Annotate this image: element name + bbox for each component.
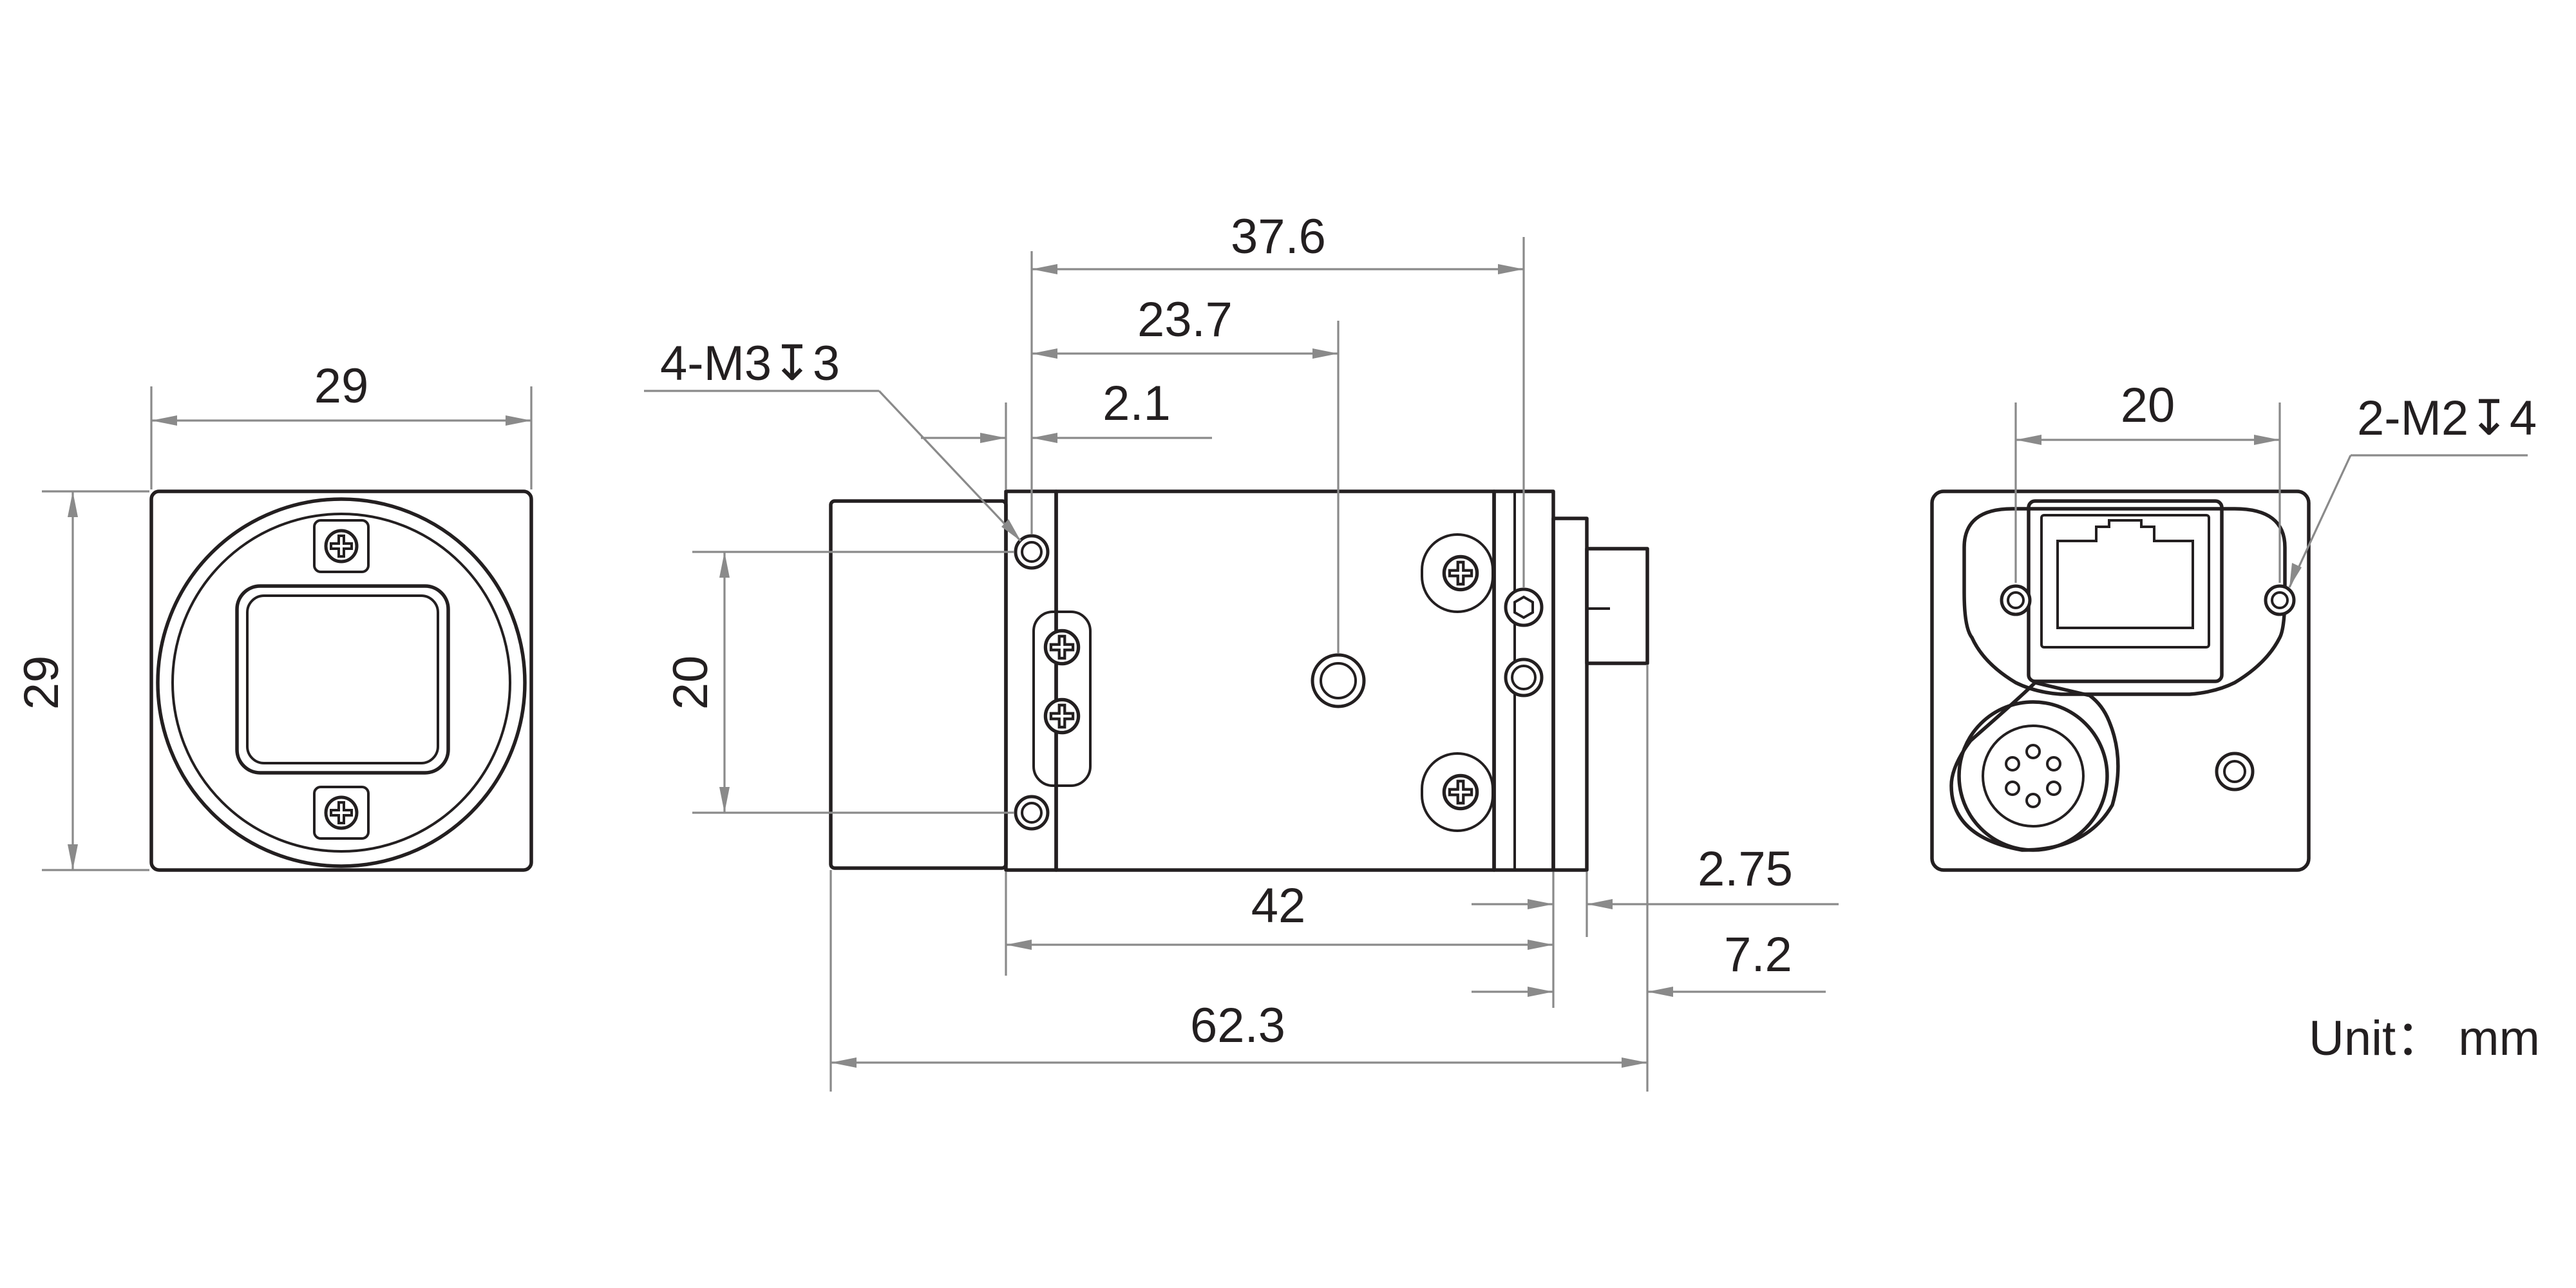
dim-2-75: 2.75 — [1472, 842, 1839, 937]
side-front-bottom-hole — [1014, 795, 1050, 831]
rear-ethernet-jack-icon — [2056, 519, 2194, 629]
rear-ground-screw — [2215, 752, 2255, 791]
rear-io-connector-pins — [2005, 744, 2061, 808]
rear-view: 20 2-M2↧4 — [1930, 378, 2537, 872]
side-thread-note: 4-M3↧3 — [644, 336, 1022, 542]
front-view: 29 29 — [14, 359, 533, 872]
side-rear-screw-tab-top — [1421, 533, 1494, 613]
rear-left-m2-hole — [2000, 584, 2032, 616]
dim-37-6: 37.6 — [1030, 209, 1525, 587]
rear-right-m2-hole — [2264, 584, 2296, 616]
rear-io-connector-outer — [1957, 700, 2109, 852]
front-lens-ring-outer — [156, 497, 527, 868]
front-body-outline — [149, 489, 533, 872]
dim-2-1: 2.1 — [921, 376, 1212, 489]
front-bottom-screw-icon — [326, 797, 357, 828]
front-top-screw-tab — [313, 519, 370, 573]
side-bracket-screw-top-icon — [1045, 630, 1078, 663]
side-rear-screw-bottom-icon — [1444, 775, 1477, 808]
unit-label: Unit： mm — [2309, 1011, 2540, 1066]
front-height-label: 29 — [14, 656, 69, 710]
side-rear-screw-tab-bottom — [1421, 752, 1494, 832]
dim-2-75-label: 2.75 — [1698, 842, 1793, 896]
dim-62-3: 62.3 — [829, 870, 1647, 1092]
dim-rear-20-label: 20 — [2121, 378, 2175, 433]
dim-37-6-label: 37.6 — [1231, 209, 1326, 264]
dim-7-2: 7.2 — [1472, 665, 1826, 1092]
side-front-top-hole — [1014, 534, 1050, 570]
side-rear-screw-top-icon — [1444, 556, 1477, 589]
side-bracket-screw-bottom-icon — [1045, 699, 1078, 732]
dim-side-20: 20 — [663, 551, 1014, 814]
dim-rear-20: 20 — [2014, 378, 2281, 583]
rear-body-outline — [1930, 489, 2311, 872]
rear-io-connector-inner — [1982, 724, 2085, 828]
side-back-block — [1551, 516, 1589, 872]
front-sensor-window-inner — [246, 594, 439, 764]
front-lens-ring-inner — [171, 513, 511, 853]
dim-2-1-label: 2.1 — [1103, 376, 1171, 431]
front-height-dimension: 29 — [14, 490, 149, 871]
rear-thread-note-label: 2-M2↧4 — [2357, 391, 2537, 446]
front-width-label: 29 — [314, 359, 369, 413]
dim-23-7: 23.7 — [1032, 292, 1340, 654]
front-top-screw-icon — [326, 531, 357, 562]
dim-23-7-label: 23.7 — [1137, 292, 1233, 347]
dim-42-label: 42 — [1251, 878, 1306, 933]
front-sensor-window-outer — [235, 584, 450, 775]
side-connector — [1585, 547, 1649, 665]
dim-62-3-label: 62.3 — [1190, 998, 1285, 1053]
side-rear-hex-hole — [1504, 587, 1544, 627]
front-width-dimension: 29 — [150, 359, 533, 489]
side-thread-note-label: 4-M3↧3 — [660, 336, 840, 391]
dim-42: 42 — [1005, 872, 1555, 1008]
rear-thread-note: 2-M2↧4 — [2288, 391, 2537, 588]
front-bottom-screw-tab — [313, 786, 370, 840]
dim-side-20-label: 20 — [663, 656, 718, 710]
side-view: 37.6 23.7 2.1 4-M3↧3 — [644, 209, 1839, 1092]
dim-7-2-label: 7.2 — [1724, 927, 1792, 982]
side-screw-bracket — [1032, 611, 1092, 787]
